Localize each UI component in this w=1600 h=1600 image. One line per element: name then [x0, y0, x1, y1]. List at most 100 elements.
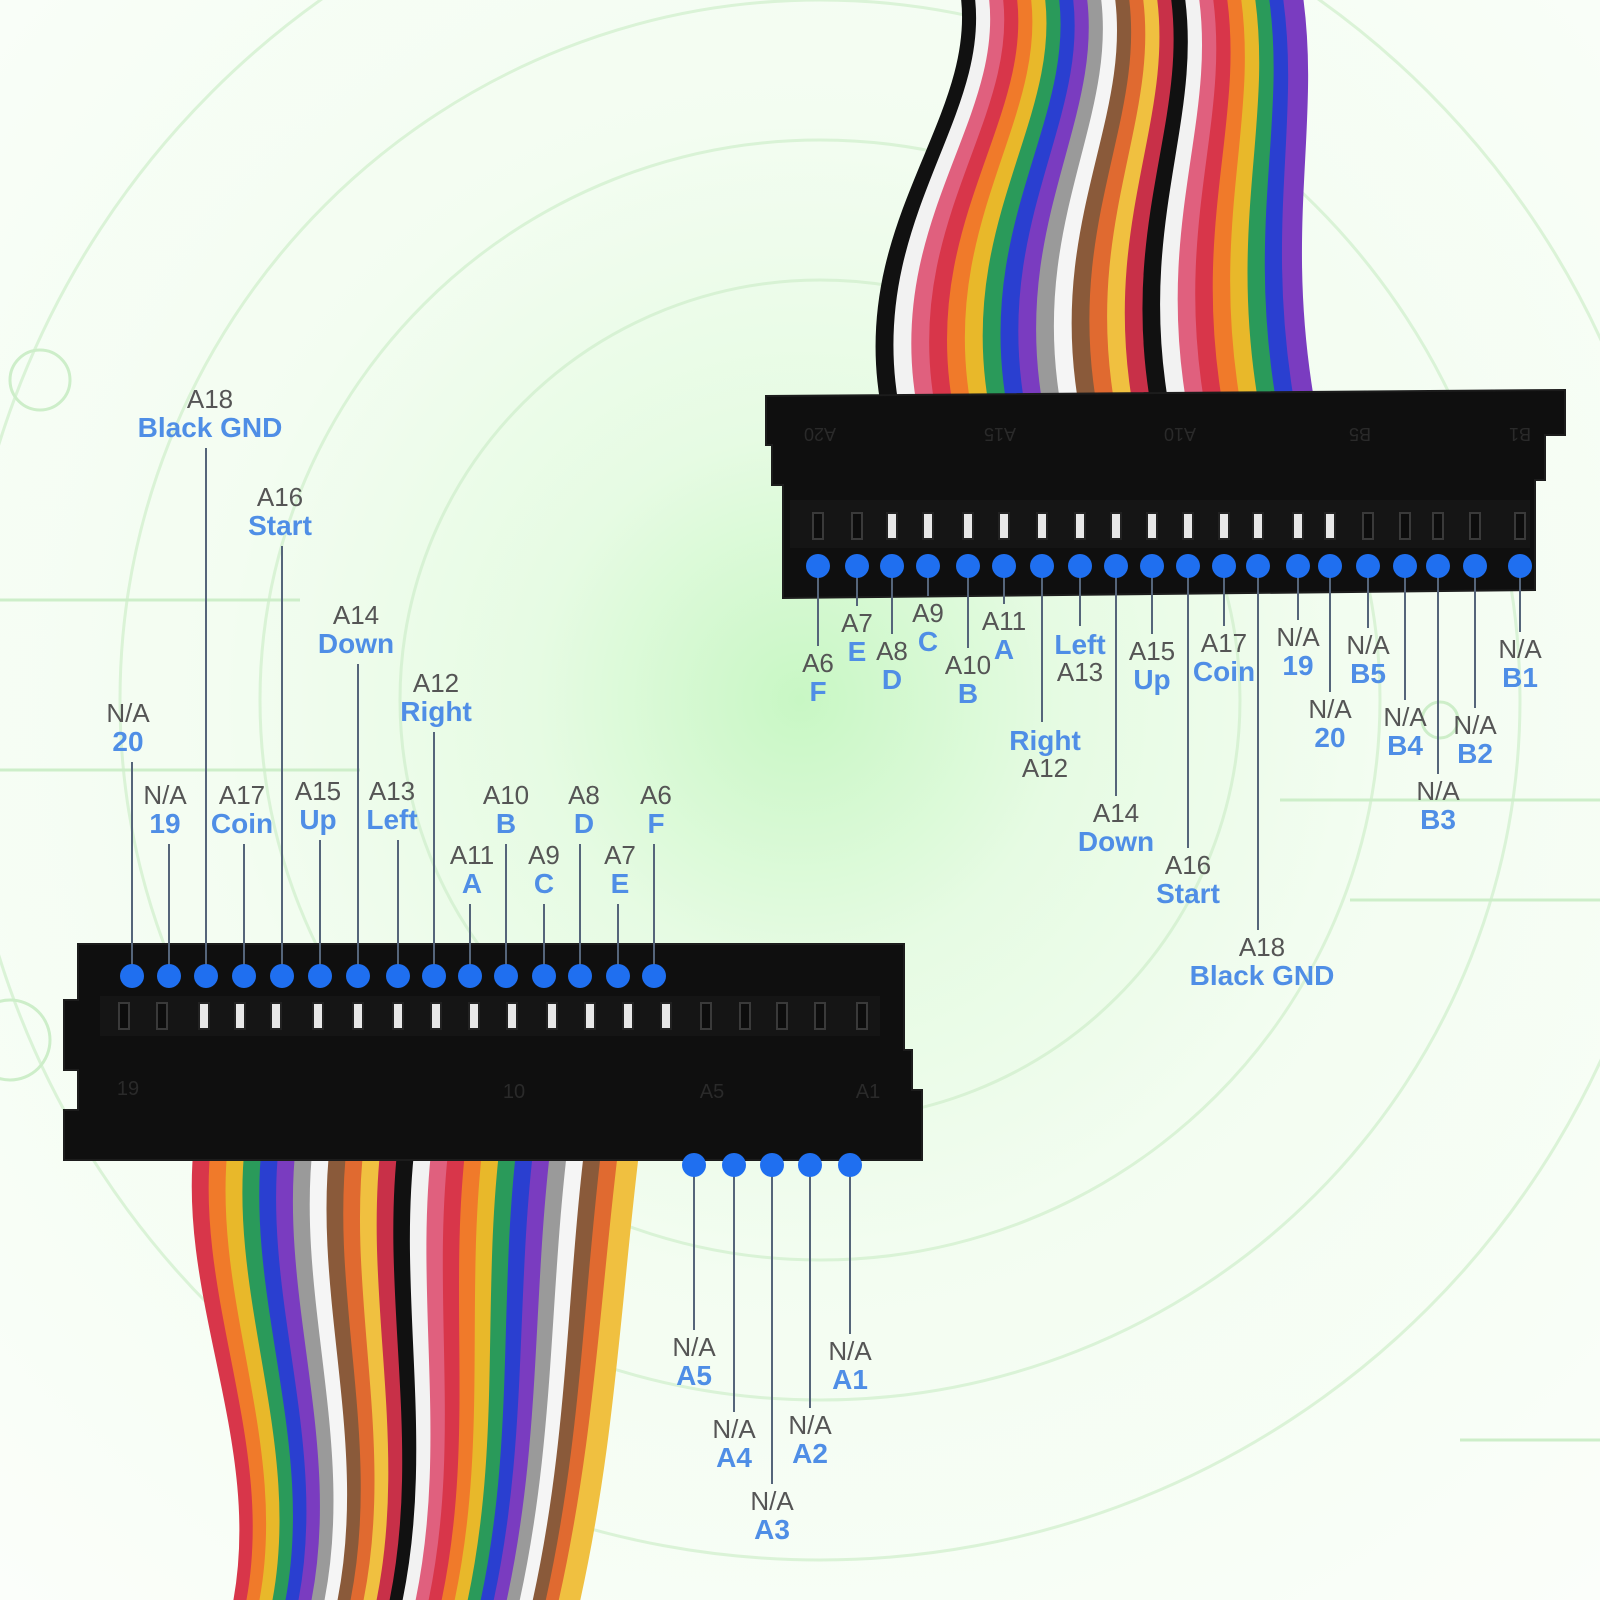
- pin-function-text: F: [809, 676, 827, 708]
- bottom-pin-socket: [856, 1002, 868, 1030]
- bottom-wire: [415, 1129, 454, 1600]
- bottom-wire: [493, 1129, 556, 1600]
- bottom-pin-socket: [506, 1002, 518, 1030]
- pin-function-text: B: [957, 678, 979, 710]
- bottom-wire: [359, 1129, 396, 1600]
- bg-ring: [258, 138, 1382, 1262]
- top-pin-leader-line: [1519, 566, 1521, 632]
- bottom-top-pin-dot: [194, 964, 218, 988]
- top-pin-leader-line: [1003, 566, 1005, 604]
- bottom-top-pin-leader-line: [579, 844, 581, 976]
- pin-code-text: N/A: [1276, 622, 1320, 652]
- pin-function-text: Left: [1054, 629, 1106, 660]
- pin-code-text: A14: [1092, 798, 1140, 828]
- top-pin-socket: [922, 512, 934, 540]
- top-pin-socket: [1110, 512, 1122, 540]
- pin-code-text: A12: [412, 668, 460, 698]
- bottom-bottom-pin-dot: [798, 1153, 822, 1177]
- pin-function-text: B5: [1350, 658, 1386, 690]
- bottom-wire: [441, 1129, 488, 1600]
- bottom-top-pin-leader-line: [243, 844, 245, 976]
- top-pin-leader-line: [927, 566, 929, 596]
- top-housing-mark: A10: [1164, 424, 1196, 444]
- top-pin-leader-line: [1404, 566, 1406, 700]
- bottom-bottom-pin-leader-line: [733, 1165, 735, 1412]
- bottom-wire: [259, 1129, 314, 1600]
- bottom-pin-socket: [584, 1002, 596, 1030]
- top-pin-leader-line: [1329, 566, 1331, 692]
- pin-function-text: Start: [1156, 878, 1220, 910]
- pin-function-text: Start: [248, 510, 312, 542]
- top-wire: [964, 0, 1053, 410]
- pin-code-text: A6: [640, 780, 672, 810]
- bottom-connector-body: [63, 943, 923, 1161]
- bottom-wire: [225, 1129, 288, 1600]
- top-pin-socket: [1182, 512, 1194, 540]
- bottom-housing-mark: A5: [700, 1081, 724, 1103]
- bottom-top-pin-leader-line: [281, 546, 283, 976]
- pin-code-text: N/A: [143, 780, 187, 810]
- top-wire: [1230, 0, 1265, 410]
- top-pin-dot: [806, 554, 830, 578]
- pin-code-text: A13: [368, 776, 416, 806]
- bottom-bottom-pin-leader-line: [849, 1165, 851, 1334]
- pin-code-text: A7: [604, 840, 636, 870]
- pin-code-text: A7: [841, 608, 873, 638]
- top-wire: [929, 0, 1025, 410]
- top-pin-dot: [1246, 554, 1270, 578]
- top-pin-socket: [1514, 512, 1526, 540]
- bottom-pin-socket: [546, 1002, 558, 1030]
- pin-code-text: A8: [876, 636, 908, 666]
- top-pin-dot: [1176, 554, 1200, 578]
- top-pin-leader-line: [856, 566, 858, 606]
- top-wire: [982, 0, 1067, 410]
- top-pin-leader-line: [1187, 566, 1189, 848]
- bottom-top-pin-dot: [386, 964, 410, 988]
- top-wire: [1282, 0, 1314, 410]
- pin-code-text: N/A: [1383, 702, 1427, 732]
- bottom-top-pin-dot: [157, 964, 181, 988]
- top-wire-bundle: [875, 0, 1314, 410]
- pin-function-text: Coin: [210, 808, 274, 840]
- bottom-top-pin-leader-line: [653, 844, 655, 976]
- pin-function-text: Up: [1133, 664, 1171, 696]
- top-pin-socket: [851, 512, 863, 540]
- top-pin-socket: [962, 512, 974, 540]
- top-pin-socket: [1074, 512, 1086, 540]
- bottom-top-pin-leader-line: [397, 840, 399, 976]
- pin-code-text: N/A: [1308, 694, 1352, 724]
- pin-function-text: A5: [676, 1360, 712, 1392]
- bottom-connector-slot-strip: [100, 996, 880, 1036]
- top-pin-dot: [1508, 554, 1532, 578]
- pin-code-text: A10: [482, 780, 530, 810]
- bottom-housing-mark: 10: [503, 1081, 525, 1103]
- bottom-top-pin-dot: [120, 964, 144, 988]
- top-pin-dot: [956, 554, 980, 578]
- bottom-bottom-pin-leader-line: [771, 1165, 773, 1484]
- pin-code-text: N/A: [1416, 776, 1460, 806]
- bottom-top-pin-dot: [458, 964, 482, 988]
- top-wire: [1053, 0, 1123, 410]
- bottom-bottom-pin-dot: [722, 1153, 746, 1177]
- bottom-top-pin-dot: [422, 964, 446, 988]
- pin-function-text: C: [917, 626, 939, 658]
- bg-node: [8, 348, 72, 412]
- pin-function-text: 19: [149, 808, 181, 840]
- top-wire: [1247, 0, 1280, 410]
- pin-function-text: B1: [1502, 662, 1538, 694]
- pin-code-text: N/A: [828, 1336, 872, 1366]
- top-wire: [893, 0, 997, 410]
